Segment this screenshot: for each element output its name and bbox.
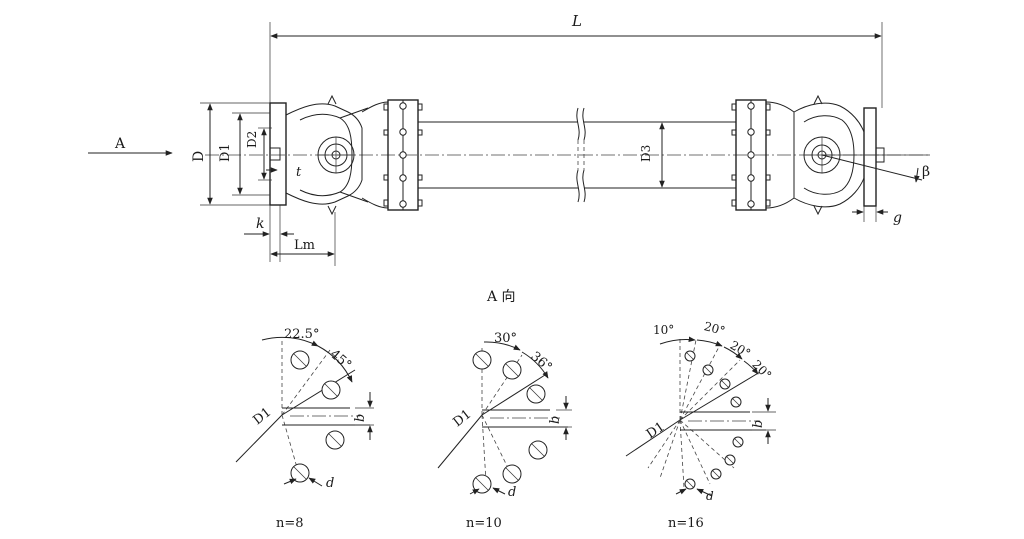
label-D3: D3 (639, 145, 653, 162)
view-n8-angle-b: 45° (327, 347, 354, 373)
right-bolted-flange (731, 99, 771, 211)
view-title: A 向 (486, 289, 516, 305)
label-D2: D2 (245, 131, 259, 148)
label-Lm: Lm (294, 238, 315, 253)
view-n16-d: d (706, 489, 714, 503)
view-n16-angle-d: 20° (749, 357, 774, 382)
label-k: k (256, 216, 264, 232)
left-flange-yoke (200, 94, 389, 216)
view-n8-d: d (326, 476, 334, 491)
view-n8-b: b (353, 414, 368, 422)
right-flange-yoke: β g (765, 94, 930, 226)
left-dimensions: A D D1 D2 t k Lm (88, 103, 336, 266)
view-n10-caption: n=10 (466, 516, 502, 531)
view-n10: 30° 36° D1 b d n=10 (437, 331, 572, 531)
label-D: D (191, 151, 207, 162)
view-n8: 22.5° 45° D1 b d n=8 (235, 327, 374, 531)
view-n16-angle-a: 10° (653, 323, 674, 337)
view-n8-angle-a: 22.5° (284, 327, 319, 342)
shaft-tube: D3 (418, 107, 736, 203)
left-bolted-flange (383, 99, 423, 211)
view-n8-caption: n=8 (276, 516, 304, 531)
view-n16-b: b (751, 420, 766, 428)
dimension-L: L (269, 12, 883, 110)
view-n10-d1: D1 (450, 407, 474, 430)
view-n10-angle-b: 36° (527, 349, 554, 375)
view-n16-angle-c: 20° (728, 338, 753, 361)
label-beta: β (922, 164, 930, 180)
label-A-arrow: A (114, 136, 126, 152)
label-t: t (296, 165, 302, 180)
label-g: g (893, 210, 902, 226)
view-n10-d: d (508, 485, 516, 500)
view-n10-b: b (548, 416, 563, 424)
view-n16: 10° 20° 20° 20° D1 b d n=16 (625, 319, 776, 531)
view-n16-d1: D1 (644, 419, 668, 442)
label-D1: D1 (218, 143, 233, 162)
view-n16-caption: n=16 (668, 516, 704, 531)
view-n10-angle-a: 30° (494, 331, 517, 346)
label-L: L (571, 12, 582, 30)
view-n16-angle-b: 20° (702, 319, 726, 338)
view-n8-d1: D1 (250, 405, 274, 428)
